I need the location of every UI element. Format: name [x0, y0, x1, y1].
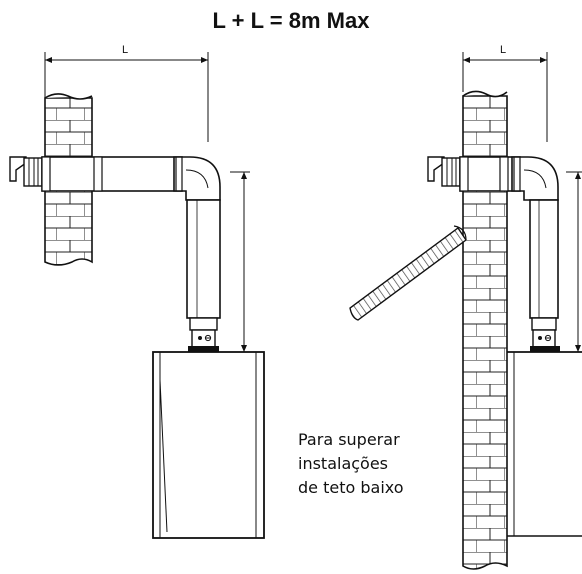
left-flue-terminal: [9, 156, 43, 187]
right-dimension-vertical: [566, 171, 582, 352]
right-ceiling-slab: [349, 225, 467, 321]
note-line-1: Para superar: [298, 430, 400, 449]
left-elbow: [173, 156, 221, 201]
left-dimension-label: L: [122, 44, 128, 56]
left-horizontal-pipe: [41, 156, 183, 192]
left-vertical-pipe: [186, 199, 221, 352]
left-installation: L: [9, 44, 265, 539]
note-line-3: de teto baixo: [298, 478, 404, 497]
note-line-2: instalações: [298, 454, 389, 473]
right-flue-terminal: [427, 156, 461, 187]
installation-note: Para superar instalações de teto baixo: [298, 428, 448, 500]
right-boiler: [507, 351, 582, 537]
left-dimension-L: L: [44, 44, 209, 142]
right-installation: L: [349, 44, 582, 570]
right-elbow: [511, 156, 559, 201]
left-boiler: [152, 351, 265, 539]
right-horizontal-pipe: [459, 156, 521, 192]
right-vertical-pipe: [529, 199, 560, 352]
right-dimension-L: L: [462, 44, 548, 142]
left-dimension-vertical: [222, 171, 250, 353]
diagram-title: L + L = 8m Max: [212, 8, 370, 33]
right-dimension-label: L: [500, 44, 506, 56]
right-brick-wall: [462, 90, 508, 570]
